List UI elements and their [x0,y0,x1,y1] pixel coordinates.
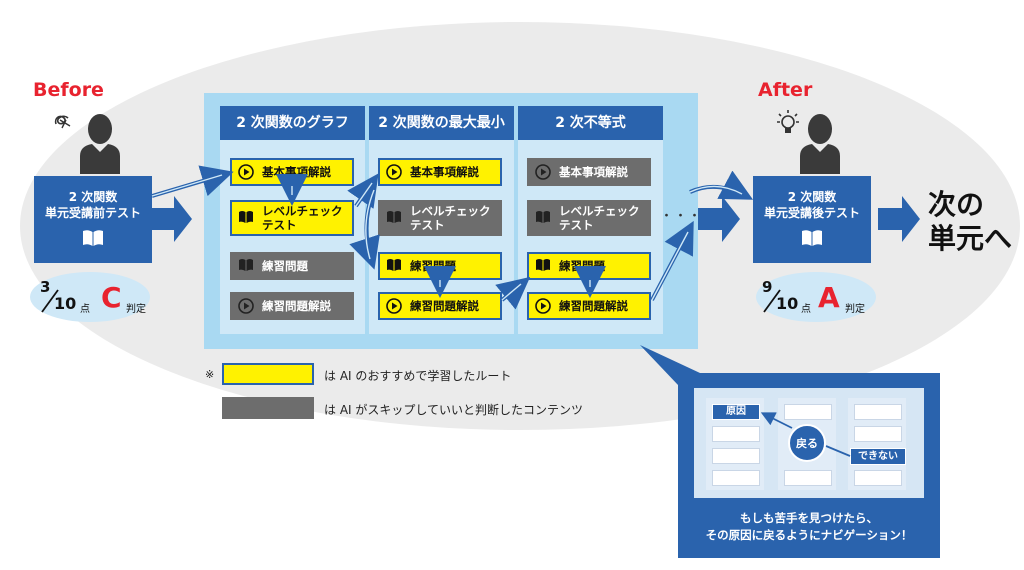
next-unit-arrow [878,196,920,242]
list-item [784,470,832,486]
next-unit-line2: 単元へ [928,222,1013,255]
item-label-line1: レベルチェック [262,204,343,218]
student-before-avatar [76,112,124,174]
list-item [712,470,760,486]
after-grade-suffix: 判定 [845,304,865,315]
fraction-slash [40,288,60,314]
lightbulb-icon [776,108,800,138]
legend-skipped-text: は AI がスキップしていいと判断したコンテンツ [324,403,584,417]
item-label-line1: レベルチェック [410,204,491,218]
item-label: 基本事項解説 [559,165,628,179]
before-test-line1: 2 次関数 [68,190,118,204]
lesson-level-check-test[interactable]: レベルチェックテスト [527,200,651,236]
column-title-graph: 2 次関数のグラフ [220,106,365,140]
item-label: 練習問題解説 [262,299,331,313]
lesson-practice-problems[interactable]: 練習問題 [230,252,354,280]
fraction-slash [762,288,782,314]
after-score-denominator: 10 [776,294,799,313]
before-grade: C [101,281,122,314]
navigation-caption-line1: もしも苦手を見つけたら、 [740,511,878,525]
next-unit-text: 次の 単元へ [928,188,1012,256]
play-icon [386,298,402,314]
item-label: 練習問題解説 [559,299,628,313]
play-icon [535,164,551,180]
after-score-unit: 点 [801,304,811,315]
after-arrow [698,196,740,242]
after-grade: A [818,281,840,314]
before-score-unit: 点 [80,304,90,315]
item-label: 練習問題 [262,259,308,273]
after-test-line2: 単元受講後テスト [763,206,860,220]
next-unit-line1: 次の [928,188,985,221]
book-icon [535,258,551,274]
list-item [784,404,832,420]
before-test-box: 2 次関数 単元受講前テスト [34,176,152,263]
lesson-practice-explanation[interactable]: 練習問題解説 [230,292,354,320]
legend-recommended-swatch [222,363,314,385]
list-item [854,404,902,420]
after-test-box: 2 次関数 単元受講後テスト [753,176,871,263]
book-icon [386,210,402,226]
legend-recommended-text: は AI のおすすめで学習したルート [324,369,512,383]
book-icon [34,229,152,251]
list-item [712,448,760,464]
lesson-level-check-test[interactable]: レベルチェックテスト [378,200,502,236]
column-title-inequality: 2 次不等式 [518,106,663,140]
item-label-line2: テスト [410,218,445,232]
item-label-line2: テスト [262,218,297,232]
item-label: 練習問題解説 [410,299,479,313]
cannot-item[interactable]: できない [850,448,906,465]
before-score-numerator: 3 [40,278,51,296]
lesson-basics-explanation[interactable]: 基本事項解説 [378,158,502,186]
legend-skipped-swatch [222,397,314,419]
navigation-caption: もしも苦手を見つけたら、 その原因に戻るようにナビゲーション！ [678,510,940,544]
play-icon [535,298,551,314]
navigation-caption-line2: その原因に戻るようにナビゲーション！ [705,528,913,542]
before-label: Before [33,79,104,101]
book-icon [535,210,551,226]
before-arrow [152,196,192,242]
book-icon [238,258,254,274]
list-item [712,426,760,442]
book-icon [238,210,254,226]
continuation-ellipsis: ・・・ [660,209,703,224]
item-label-line1: レベルチェック [559,204,640,218]
item-label: 基本事項解説 [410,165,479,179]
play-icon [238,298,254,314]
item-label-line2: テスト [559,218,594,232]
student-after-avatar [796,112,844,174]
before-score-denominator: 10 [54,294,77,313]
after-score-numerator: 9 [762,278,773,296]
after-test-line1: 2 次関数 [787,190,837,204]
play-icon [238,164,254,180]
book-icon [753,229,871,251]
before-score-badge [30,272,150,322]
column-title-max-min: 2 次関数の最大最小 [369,106,514,140]
play-icon [386,164,402,180]
before-test-line2: 単元受講前テスト [44,206,141,220]
cause-item[interactable]: 原因 [712,404,760,420]
before-grade-suffix: 判定 [126,304,146,315]
confused-icon [52,110,76,136]
back-button[interactable]: 戻る [788,424,826,462]
after-label: After [758,79,813,101]
list-item [854,470,902,486]
lesson-basics-explanation[interactable]: 基本事項解説 [527,158,651,186]
legend-note-mark: ※ [205,368,215,381]
list-item [854,426,902,442]
book-icon [386,258,402,274]
